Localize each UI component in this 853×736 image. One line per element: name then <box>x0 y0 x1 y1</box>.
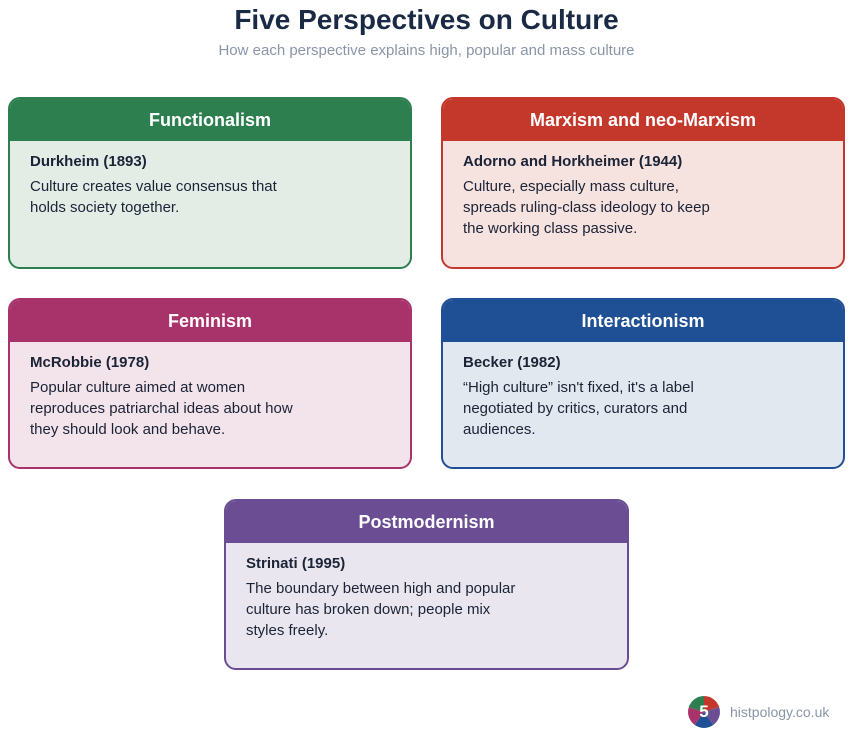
five-segment-circle-logo-icon: 5 <box>688 696 720 728</box>
card-text: Culture creates value consensus that hol… <box>30 178 277 216</box>
card-heading: Feminism <box>10 300 410 342</box>
card-body: McRobbie (1978) Popular culture aimed at… <box>10 342 410 440</box>
card-heading: Postmodernism <box>226 501 627 543</box>
card-body: Durkheim (1893) Culture creates value co… <box>10 141 410 218</box>
site-name: histpology.co.uk <box>730 704 830 720</box>
card-author: Strinati (1995) <box>246 555 346 572</box>
card-text: Popular culture aimed at women reproduce… <box>30 379 293 438</box>
card-author: McRobbie (1978) <box>30 354 150 371</box>
footer: 5 histpology.co.uk <box>688 695 829 729</box>
card-postmodernism: Postmodernism Strinati (1995) The bounda… <box>224 499 629 670</box>
card-heading: Functionalism <box>10 99 410 141</box>
card-text: “High culture” isn't fixed, it's a label… <box>463 379 694 438</box>
page-title: Five Perspectives on Culture <box>234 4 619 35</box>
logo-number: 5 <box>699 702 709 721</box>
card-heading: Marxism and neo-Marxism <box>443 99 843 141</box>
card-text: The boundary between high and popular cu… <box>246 580 516 639</box>
card-feminism: Feminism McRobbie (1978) Popular culture… <box>8 298 412 469</box>
card-text: Culture, especially mass culture, spread… <box>463 178 710 237</box>
card-body: Adorno and Horkheimer (1944) Culture, es… <box>443 141 843 239</box>
page-subtitle: How each perspective explains high, popu… <box>218 42 635 59</box>
card-functionalism: Functionalism Durkheim (1893) Culture cr… <box>8 97 412 269</box>
card-marxism: Marxism and neo-Marxism Adorno and Horkh… <box>441 97 845 269</box>
card-author: Durkheim (1893) <box>30 153 147 170</box>
card-interactionism: Interactionism Becker (1982) “High cultu… <box>441 298 845 469</box>
card-body: Becker (1982) “High culture” isn't fixed… <box>443 342 843 440</box>
card-author: Becker (1982) <box>463 354 561 371</box>
card-heading: Interactionism <box>443 300 843 342</box>
card-author: Adorno and Horkheimer (1944) <box>463 153 683 170</box>
card-body: Strinati (1995) The boundary between hig… <box>226 543 627 641</box>
